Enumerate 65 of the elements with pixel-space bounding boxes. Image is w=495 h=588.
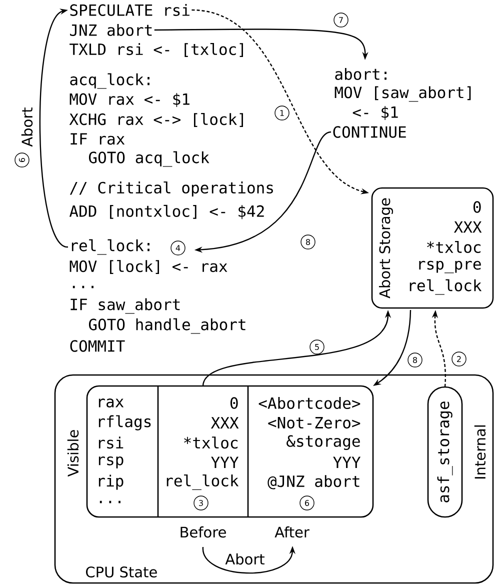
callout-number: 1 bbox=[274, 106, 290, 120]
storage-value: rel_lock bbox=[410, 279, 482, 295]
code-line: SPECULATE rsi bbox=[70, 4, 190, 16]
code-line: ... bbox=[72, 286, 94, 288]
register-value: YYY bbox=[333, 456, 361, 468]
code-line: JNZ abort bbox=[70, 24, 152, 36]
code-line: // Critical operations bbox=[70, 181, 273, 197]
callout-number: 8 bbox=[300, 234, 316, 250]
code-line: <- $1 bbox=[352, 106, 398, 120]
code-line: COMMIT bbox=[70, 340, 125, 352]
callout-number: 5 bbox=[310, 340, 324, 354]
box-heading: Abort Storage bbox=[378, 198, 394, 298]
code-line: MOV [lock] <- rax bbox=[70, 260, 228, 274]
code-line: GOTO handle_abort bbox=[88, 318, 246, 334]
register-value: rel_lock bbox=[166, 474, 239, 490]
register-name: rax bbox=[98, 398, 124, 408]
edge-label: Abort bbox=[224, 552, 266, 566]
callout-number: 4 bbox=[170, 240, 186, 256]
register-name: rip bbox=[98, 474, 124, 490]
column-label: After bbox=[274, 526, 310, 538]
abort-storage-box bbox=[371, 187, 494, 309]
code-line: acq_lock: bbox=[70, 73, 150, 89]
register-value: 0 bbox=[230, 397, 238, 409]
asf-storage-pill bbox=[427, 386, 463, 518]
register-value: <Abortcode> bbox=[258, 397, 360, 409]
callout-number: 8 bbox=[408, 352, 422, 368]
register-value: YYY bbox=[211, 456, 239, 468]
register-value: *txloc bbox=[184, 436, 238, 449]
callout-number: 7 bbox=[334, 12, 348, 28]
edge-label: Abort bbox=[20, 106, 34, 148]
code-line: GOTO acq_lock bbox=[88, 151, 210, 167]
cpu-state-box bbox=[54, 374, 494, 584]
register-table bbox=[86, 385, 374, 518]
register-name: rsp bbox=[98, 456, 124, 468]
register-value: XXX bbox=[210, 417, 239, 428]
callout-number: 6 bbox=[14, 152, 30, 168]
register-value: <Not-Zero> bbox=[268, 417, 360, 429]
arrow bbox=[39, 8, 68, 248]
code-line: IF rax bbox=[70, 133, 125, 145]
register-name: ... bbox=[100, 500, 120, 504]
storage-value: 0 bbox=[473, 201, 481, 213]
register-name: asf_storage bbox=[437, 402, 453, 502]
code-line: XCHG rax <-> [lock] bbox=[69, 113, 243, 127]
register-name: rsi bbox=[98, 436, 124, 449]
storage-value: *txloc bbox=[427, 240, 480, 254]
column-label: Before bbox=[180, 526, 226, 538]
region-label: Internal bbox=[474, 425, 486, 479]
storage-value: XXX bbox=[454, 221, 482, 233]
code-line: MOV [saw_abort] bbox=[334, 86, 471, 102]
register-value: @JNZ abort bbox=[268, 475, 360, 490]
code-line: MOV rax <- $1 bbox=[70, 92, 190, 108]
box-heading: CPU State bbox=[86, 566, 157, 578]
code-line: CONTINUE bbox=[333, 126, 406, 138]
callout-number: 6 bbox=[300, 496, 314, 510]
code-line: IF saw_abort bbox=[70, 298, 180, 314]
code-line: rel_lock: bbox=[72, 239, 150, 255]
register-name: rflags bbox=[98, 415, 151, 430]
register-value: &storage bbox=[286, 435, 360, 450]
code-line: TXLD rsi <- [txloc] bbox=[70, 43, 243, 57]
code-line: ADD [nontxloc] <- $42 bbox=[69, 204, 264, 220]
code-line: abort: bbox=[335, 68, 386, 80]
storage-value: rsp_pre bbox=[419, 260, 481, 274]
region-label: Visible bbox=[67, 430, 79, 477]
callout-number: 2 bbox=[452, 352, 466, 366]
callout-number: 3 bbox=[194, 496, 208, 510]
